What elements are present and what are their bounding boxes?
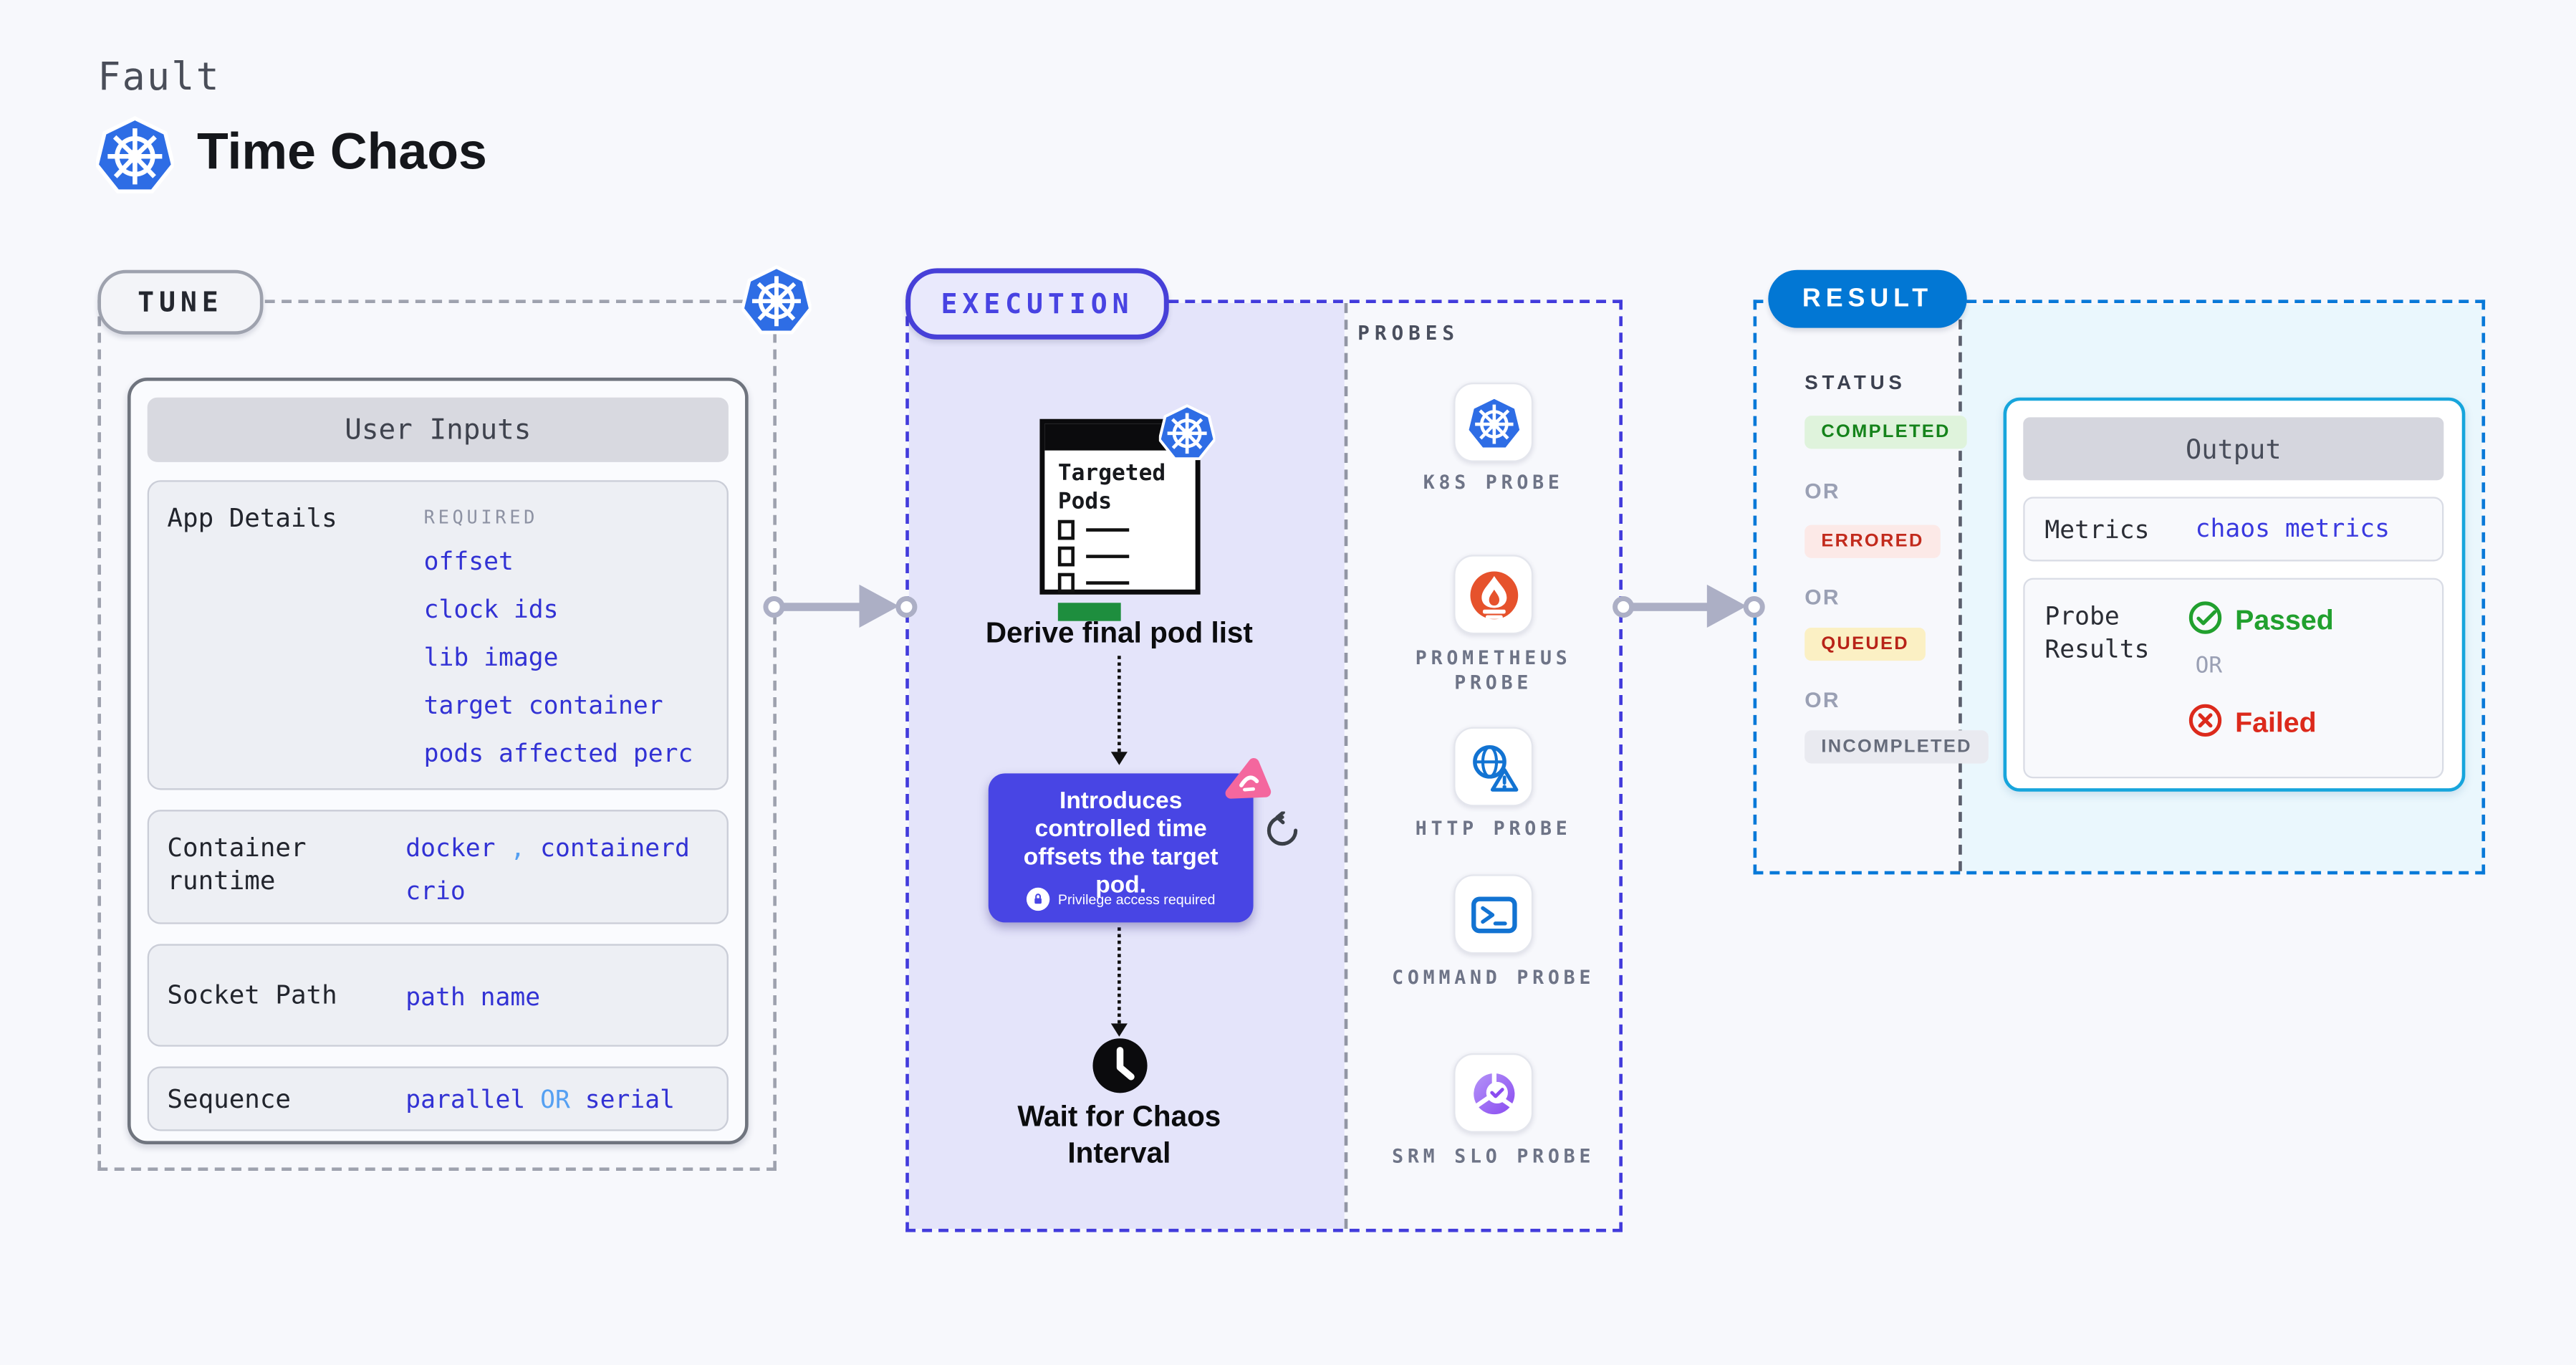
or-separator: OR [1804,478,1840,504]
probe-label: K8S PROBE [1423,470,1564,494]
metrics-row: Metrics chaos metrics [2023,497,2444,562]
app-details-label: App Details [167,503,337,534]
or-separator: OR [1804,687,1840,712]
status-badge-incompleted: INCOMPLETED [1804,730,1989,764]
sequence-value: parallel [405,1084,526,1115]
socket-path-card: Socket Path path name [147,944,729,1047]
socket-path-label: Socket Path [167,980,337,1010]
arrow-right-icon [1706,584,1747,628]
connector-dot [1742,595,1764,617]
pod-list-row [1057,546,1130,567]
kubernetes-icon [96,116,174,196]
metrics-value: chaos metrics [2195,513,2390,544]
probes-divider [1344,302,1348,1229]
result-section [1753,300,2486,875]
pod-list-row [1057,519,1130,540]
user-inputs-title: User Inputs [147,397,729,462]
container-runtime-card: Container runtime docker , containerd cr… [147,810,729,924]
user-inputs-panel: User Inputs App Details REQUIRED offset … [127,377,749,1145]
status-badge-queued: QUEUED [1804,627,1926,661]
sequence-value: serial [585,1084,675,1115]
probes-panel-label: PROBES [1357,321,1459,345]
kubernetes-icon [1159,404,1216,461]
app-detail-value: pods affected perc [423,738,693,769]
or-separator: OR [1804,584,1840,610]
container-runtime-label: Container runtime [167,833,307,896]
probe-label: SRM SLO PROBE [1392,1144,1595,1168]
loop-icon [1263,810,1301,849]
output-panel: Output Metrics chaos metrics Probe Resul… [2003,397,2466,792]
terminal-icon [1453,874,1534,954]
tune-badge: TUNE [97,269,264,335]
fault-category-label: Fault [97,56,221,100]
passed-label: Passed [2235,604,2334,636]
clock-icon [1091,1037,1149,1095]
socket-path-value: path name [405,982,541,1012]
probe-results-row: Probe Results Passed OR F [2023,578,2444,779]
dotted-connector [1118,656,1121,752]
metrics-label: Metrics [2044,514,2150,545]
fault-description-tooltip: Introduces controlled time offsets the t… [988,757,1272,923]
probe-label: PROMETHEUS PROBE [1415,646,1572,694]
lock-icon [1026,887,1050,911]
probe-label: HTTP PROBE [1415,816,1572,840]
tune-section [97,300,777,1172]
flow-arrow-line [1622,602,1737,610]
slo-gauge-check-icon [1453,1053,1534,1133]
prometheus-icon [1453,555,1534,635]
page-title: Time Chaos [197,123,487,181]
runtime-value: docker [405,833,496,863]
arrow-down-icon [1110,1023,1128,1037]
runtime-value: crio [405,876,466,906]
flow-arrow-line [773,602,890,610]
connector-dot [895,595,917,617]
app-detail-value: lib image [423,642,559,673]
runtime-value: containerd [540,833,690,863]
arrow-down-icon [1110,752,1128,765]
connector-dot [1611,595,1633,617]
globe-warning-icon [1453,727,1534,807]
tooltip-text: Introduces controlled time offsets the t… [1023,788,1219,899]
sequence-card: Sequence parallel OR serial [147,1066,729,1131]
sequence-label: Sequence [167,1084,291,1115]
app-detail-value: offset [423,546,514,577]
targeted-pods-title: Targeted [1057,460,1166,487]
litmus-pink-icon [1220,752,1276,808]
failed-label: Failed [2235,707,2317,739]
app-detail-value: target container [423,690,663,721]
targeted-pods-icon: Targeted Pods [1039,419,1200,621]
targeted-pods-title: Pods [1057,488,1112,515]
check-circle-icon [2187,600,2224,643]
kubernetes-icon [741,265,811,335]
progress-bar [1057,603,1121,621]
sequence-or: OR [540,1084,570,1115]
execution-section [905,300,1623,1232]
derive-pod-list-label: Derive final pod list [985,616,1253,649]
probe-results-label: Probe Results [2044,600,2150,664]
pod-list-row [1057,573,1130,593]
runtime-separator: , [510,833,526,863]
x-circle-icon [2187,702,2224,745]
execution-badge: EXECUTION [905,268,1169,340]
app-details-card: App Details REQUIRED offset clock ids li… [147,480,729,790]
connector-dot [762,595,784,617]
or-separator: OR [2195,652,2223,679]
app-detail-value: clock ids [423,594,559,625]
required-tag: REQUIRED [423,507,539,529]
status-badge-errored: ERRORED [1804,525,1941,558]
result-badge: RESULT [1768,269,1967,328]
dotted-connector [1118,927,1121,1024]
status-badge-completed: COMPLETED [1804,416,1967,449]
arrow-right-icon [859,584,899,628]
output-title: Output [2023,417,2444,481]
privilege-note: Privilege access required [1057,891,1216,908]
probe-label: COMMAND PROBE [1392,965,1595,989]
kubernetes-icon [1453,382,1534,462]
status-divider [1959,302,1962,871]
status-label: STATUS [1804,370,1906,395]
wait-chaos-interval-label: Wait for Chaos Interval [1017,1099,1221,1169]
